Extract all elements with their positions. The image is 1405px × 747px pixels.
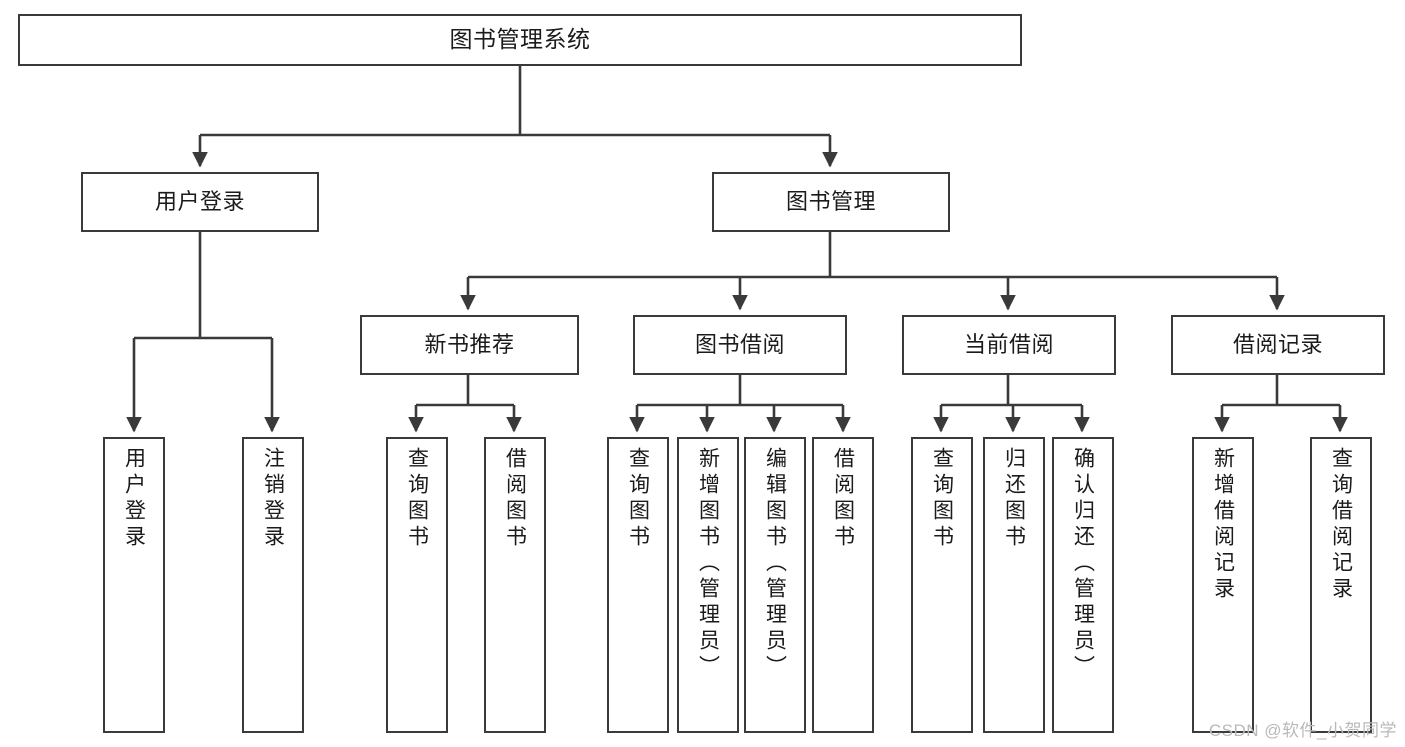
node-borrow-record-label: 借阅记录 (1232, 332, 1323, 358)
node-leaf-borrow-book-1[interactable]: 借阅图书 (484, 437, 546, 733)
node-borrow-record[interactable]: 借阅记录 (1171, 315, 1385, 375)
node-leaf-borrow-book-2-label: 借阅图书 (831, 447, 855, 551)
node-leaf-edit-book[interactable]: 编辑图书（管理员） (744, 437, 806, 733)
node-root[interactable]: 图书管理系统 (18, 14, 1022, 66)
node-leaf-user-login[interactable]: 用户登录 (103, 437, 165, 733)
node-leaf-query-book-3-label: 查询图书 (930, 447, 954, 551)
node-leaf-return-book[interactable]: 归还图书 (983, 437, 1045, 733)
node-leaf-confirm-return-label: 确认归还（管理员） (1071, 447, 1095, 681)
node-leaf-logout-label: 注销登录 (261, 447, 285, 551)
node-book-borrow-label: 图书借阅 (694, 332, 785, 358)
node-leaf-query-book-3[interactable]: 查询图书 (911, 437, 973, 733)
node-user-login[interactable]: 用户登录 (81, 172, 319, 232)
node-leaf-add-book-label: 新增图书（管理员） (696, 447, 720, 681)
node-leaf-return-book-label: 归还图书 (1002, 447, 1026, 551)
node-leaf-borrow-book-2[interactable]: 借阅图书 (812, 437, 874, 733)
node-book-manage[interactable]: 图书管理 (712, 172, 950, 232)
node-leaf-query-book-1-label: 查询图书 (405, 447, 429, 551)
watermark: CSDN @软件_小贺同学 (1208, 721, 1397, 740)
node-new-book-recommend[interactable]: 新书推荐 (360, 315, 579, 375)
node-leaf-confirm-return[interactable]: 确认归还（管理员） (1052, 437, 1114, 733)
node-leaf-edit-book-label: 编辑图书（管理员） (763, 447, 787, 681)
node-user-login-label: 用户登录 (154, 189, 245, 215)
node-leaf-add-record-label: 新增借阅记录 (1211, 447, 1235, 603)
node-book-borrow[interactable]: 图书借阅 (633, 315, 847, 375)
node-leaf-query-book-1[interactable]: 查询图书 (386, 437, 448, 733)
node-leaf-logout[interactable]: 注销登录 (242, 437, 304, 733)
node-leaf-add-book[interactable]: 新增图书（管理员） (677, 437, 739, 733)
node-current-borrow-label: 当前借阅 (963, 332, 1054, 358)
node-current-borrow[interactable]: 当前借阅 (902, 315, 1116, 375)
node-leaf-add-record[interactable]: 新增借阅记录 (1192, 437, 1254, 733)
node-leaf-query-book-2-label: 查询图书 (626, 447, 650, 551)
node-root-label: 图书管理系统 (449, 26, 591, 53)
node-new-book-recommend-label: 新书推荐 (424, 332, 515, 358)
node-leaf-query-book-2[interactable]: 查询图书 (607, 437, 669, 733)
node-book-manage-label: 图书管理 (785, 189, 876, 215)
node-leaf-borrow-book-1-label: 借阅图书 (503, 447, 527, 551)
node-leaf-user-login-label: 用户登录 (122, 447, 146, 551)
node-leaf-query-record-label: 查询借阅记录 (1329, 447, 1353, 603)
node-leaf-query-record[interactable]: 查询借阅记录 (1310, 437, 1372, 733)
